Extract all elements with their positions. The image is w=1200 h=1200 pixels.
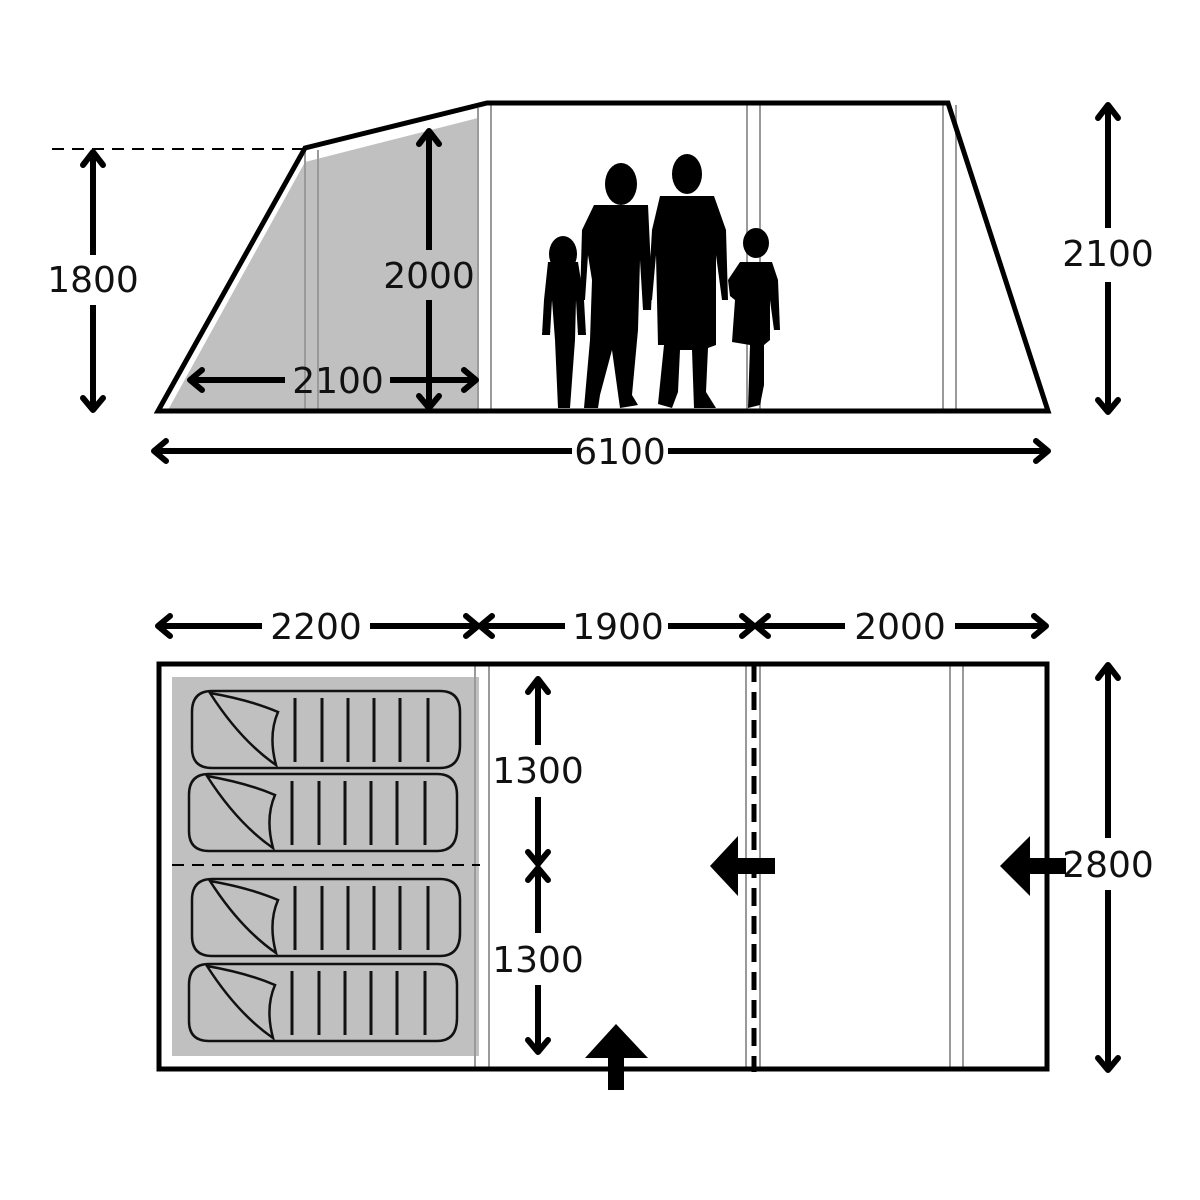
bedroom-width-dimension: 2200 [155,607,481,648]
bedroom-height-dimension: 2000 [383,128,475,411]
max-height-dimension: 2100 [1062,102,1154,415]
bedroom-area-side [168,118,478,410]
tent-side-outline [153,100,1052,414]
woman-silhouette [580,163,652,408]
total-length-label: 6100 [574,432,666,473]
floor-plan: 2200 1900 2000 [155,607,1154,1090]
front-height-dimension: 1800 [47,149,139,413]
bedroom-height-label: 2000 [383,256,475,297]
upper-berth-dimension: 1300 [492,676,584,867]
middle-section-label: 1900 [572,607,664,648]
front-section-label: 2000 [854,607,946,648]
family-silhouettes [542,154,780,408]
bedroom-depth-label: 2100 [292,361,384,402]
front-entrance-arrow [1000,836,1066,896]
man-silhouette [648,154,728,408]
front-height-label: 1800 [47,260,139,301]
total-length-dimension: 6100 [151,432,1051,473]
bedroom-area-plan [172,677,479,1056]
upper-berth-label: 1300 [492,751,584,792]
side-view: 1800 2000 2100 2100 [47,100,1154,473]
lower-berth-label: 1300 [492,940,584,981]
inner-door-arrow [710,836,775,896]
sleeping-bags [187,689,462,1043]
side-entrance-arrow [585,1024,648,1090]
lower-berth-dimension: 1300 [492,865,584,1055]
total-width-label: 2800 [1062,845,1154,886]
sleeping-bag [187,772,459,853]
bedroom-width-label: 2200 [270,607,362,648]
sleeping-bag [187,962,459,1043]
max-height-label: 2100 [1062,234,1154,275]
middle-section-dimension: 1900 [477,607,757,648]
front-section-dimension: 2000 [753,607,1049,648]
bedroom-depth-dimension: 2100 [187,361,479,402]
total-width-dimension: 2800 [1062,662,1154,1073]
sleeping-bag [190,877,462,958]
boy-silhouette [728,228,780,408]
girl-silhouette [542,236,586,408]
sleeping-bag [190,689,462,770]
